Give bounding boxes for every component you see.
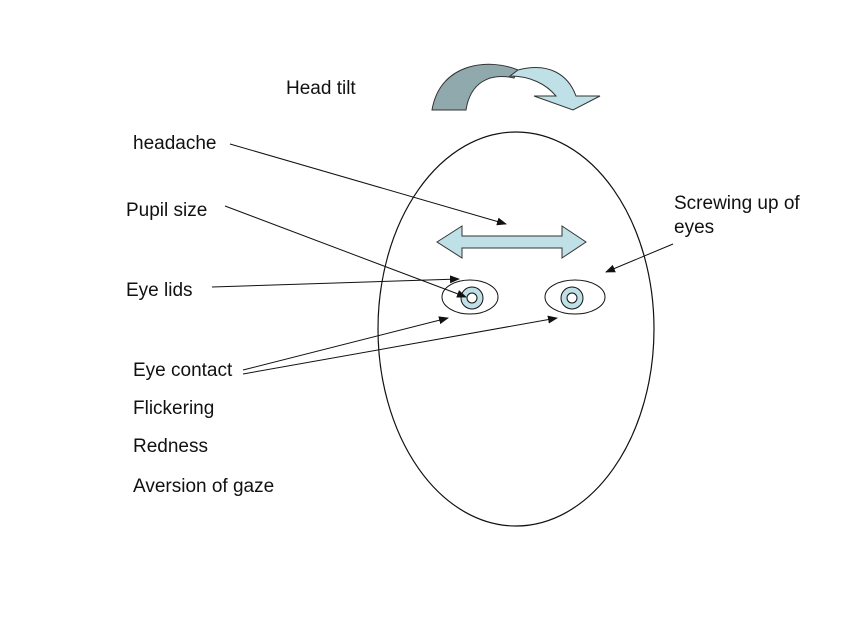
right-pupil [566, 292, 578, 304]
screwing-up-pointer-line [605, 243, 674, 273]
redness-label: Redness [133, 436, 208, 457]
head-tilt-arrow-dark-part [431, 63, 519, 111]
face-outline [377, 131, 655, 527]
head-tilt-arrow-light-part [508, 67, 601, 111]
head-tilt-label: Head tilt [286, 78, 356, 99]
headache-label: headache [133, 133, 217, 154]
left-eye [441, 279, 499, 315]
pupil-size-pointer-line [224, 205, 467, 298]
head-tilt-arrow-icon [431, 63, 601, 111]
right-eye [544, 279, 606, 315]
eye-lids-label: Eye lids [126, 280, 193, 301]
headache-pointer-line [229, 143, 507, 226]
eye-contact-pointer-line-right [242, 315, 558, 375]
right-eye-outline [544, 279, 606, 315]
pupil-size-label: Pupil size [126, 200, 208, 221]
flickering-label: Flickering [133, 398, 215, 419]
left-pupil [466, 292, 478, 304]
eye-contact-pointer-line-left [242, 316, 449, 371]
aversion-of-gaze-label: Aversion of gaze [133, 476, 275, 497]
left-eye-outline [441, 279, 499, 315]
eye-lids-pointer-line [211, 275, 460, 288]
eye-contact-label: Eye contact [133, 360, 233, 381]
headache-double-arrow-icon [436, 225, 587, 259]
screwing-up-of-eyes-label: Screwing up of eyes [674, 193, 800, 238]
